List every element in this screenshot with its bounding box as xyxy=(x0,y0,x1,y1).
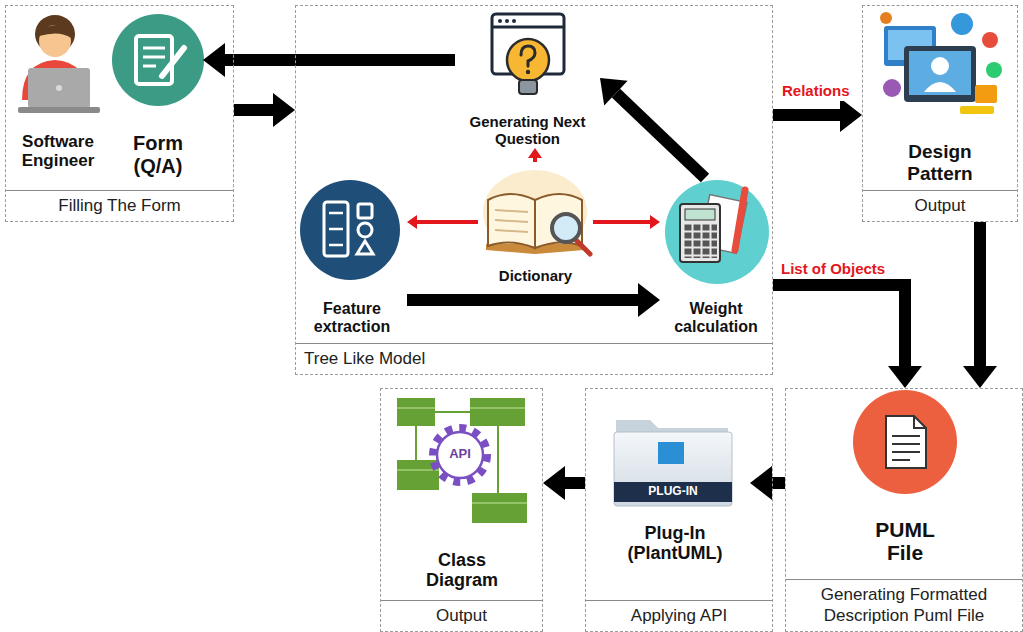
engineer-icon xyxy=(18,15,100,113)
edge-label: List of Objects xyxy=(779,260,887,279)
node-label: Weight calculation xyxy=(660,300,772,336)
icon-node: PUML File xyxy=(855,390,955,565)
panel-group: Filling The Form Software EngineerForm (Q… xyxy=(5,5,234,222)
node-label: Generating Next Question xyxy=(455,114,600,148)
icon-label: PLUG-IN xyxy=(634,485,712,498)
node-label: Dictionary xyxy=(496,268,575,285)
arrow-head xyxy=(528,148,542,158)
arrow-head xyxy=(650,215,660,229)
connector xyxy=(773,109,840,121)
icon-node: Generating Next Question xyxy=(455,10,600,148)
connector xyxy=(533,158,537,162)
panel-group: Output Class Diagram xyxy=(380,388,543,632)
connector xyxy=(772,477,785,489)
arrow-head xyxy=(600,78,628,105)
icon-node: Form (Q/A) xyxy=(113,12,203,177)
arrow-head xyxy=(840,98,862,132)
panel-caption: Output xyxy=(381,600,542,631)
node-label: Design Pattern xyxy=(880,141,1000,184)
icon-node: Software Engineer xyxy=(10,10,106,170)
arrow-head xyxy=(407,215,417,229)
question-icon xyxy=(492,14,564,94)
node-label: Feature extraction xyxy=(297,300,407,336)
panel-caption: Output xyxy=(863,190,1017,221)
icon-node: Feature extraction xyxy=(297,178,407,336)
panel-caption: Applying API xyxy=(586,600,772,631)
arrow-head xyxy=(543,466,565,500)
panel-group: Generating Formatted Description Puml Fi… xyxy=(785,388,1023,632)
dictionary-icon xyxy=(483,170,590,254)
node-label: Class Diagram xyxy=(407,550,517,590)
arrow-head xyxy=(638,283,660,317)
panel-group: Applying API Plug-In (PlantUML) xyxy=(585,388,773,632)
calculator-icon xyxy=(665,180,769,284)
feature-icon xyxy=(300,180,400,280)
arrow-head xyxy=(750,466,772,500)
icon-node: Dictionary xyxy=(478,162,593,285)
connector xyxy=(565,477,585,489)
icon-node: Class Diagram xyxy=(407,395,517,590)
edge-label: Relations xyxy=(780,82,852,101)
connector xyxy=(225,54,455,66)
node-label: Plug-In (PlantUML) xyxy=(600,523,750,563)
node-label: Software Engineer xyxy=(10,132,106,170)
node-label: PUML File xyxy=(855,518,955,565)
panel-caption: Tree Like Model xyxy=(296,343,772,374)
panel-group: Tree Like Model Generating Next QuestionD… xyxy=(295,5,773,375)
node-label: Form (Q/A) xyxy=(113,132,203,177)
icon-label: API xyxy=(440,447,480,461)
connector xyxy=(773,285,905,366)
form-icon xyxy=(112,14,204,106)
arrow-head xyxy=(203,43,225,77)
design-pattern-icon xyxy=(880,12,1002,114)
plugin-icon xyxy=(614,420,732,506)
connector xyxy=(234,104,273,116)
icon-node: Weight calculation xyxy=(660,178,772,336)
panel-caption: Generating Formatted Description Puml Fi… xyxy=(786,579,1022,631)
arrow-head xyxy=(963,366,997,388)
icon-node: Plug-In (PlantUML) xyxy=(600,405,750,563)
connector xyxy=(593,220,650,224)
arrow-head xyxy=(888,366,922,388)
icon-node: Design Pattern xyxy=(880,12,1000,184)
connector xyxy=(616,93,705,178)
arrow-head xyxy=(273,93,295,127)
puml-icon xyxy=(853,390,957,494)
connector xyxy=(407,294,638,306)
panel-group: Output Design Pattern xyxy=(862,5,1018,222)
connector xyxy=(974,222,986,366)
connector xyxy=(417,220,478,224)
class-diagram-icon xyxy=(397,398,527,523)
panel-caption: Filling The Form xyxy=(6,190,233,221)
